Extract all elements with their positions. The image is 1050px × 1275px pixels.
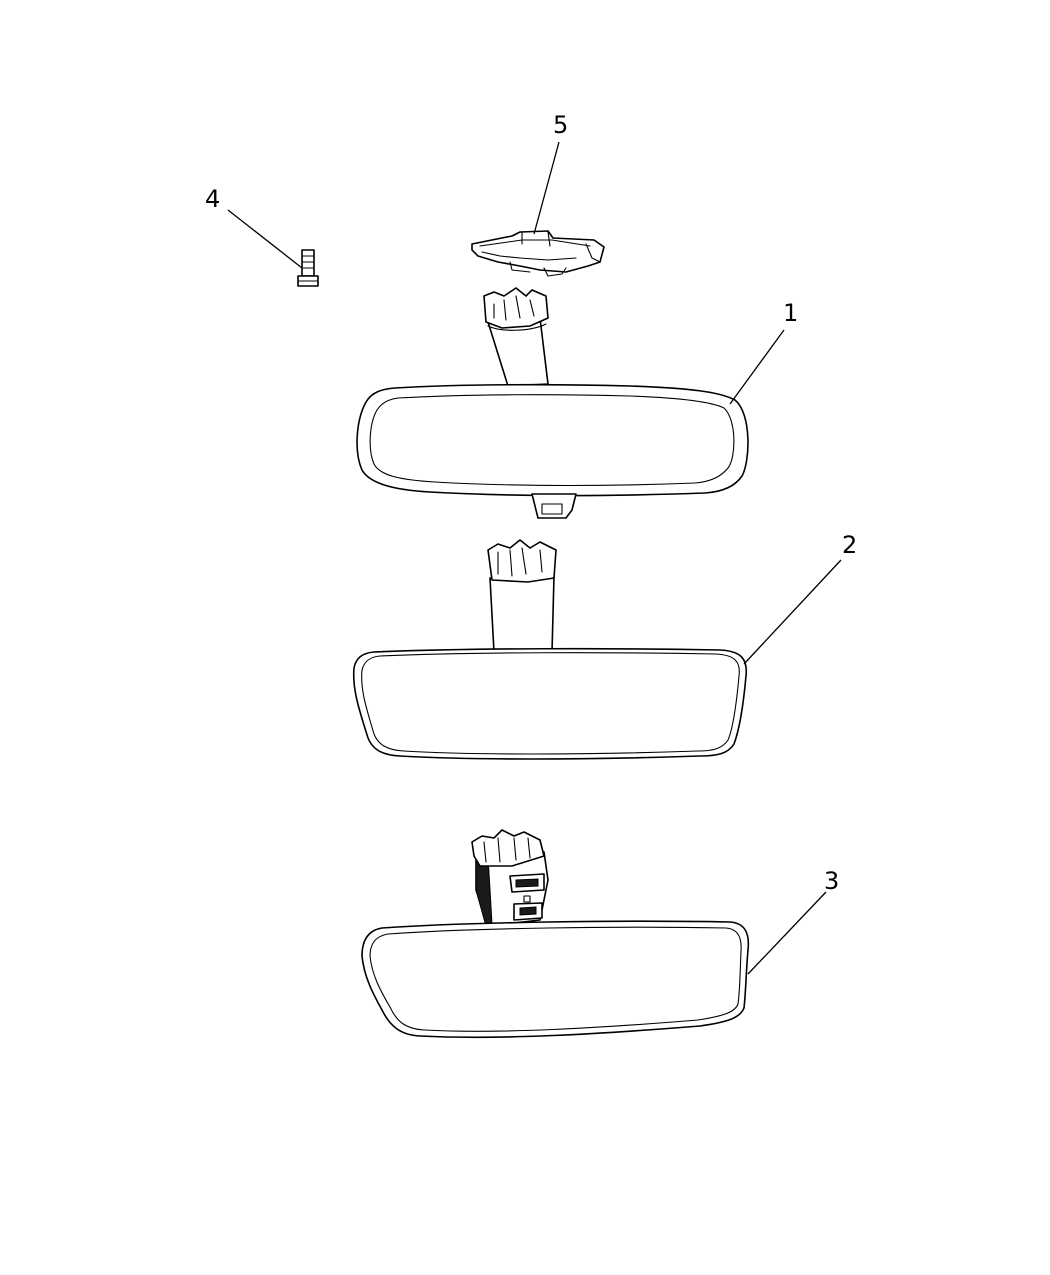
callout-3: 3	[824, 867, 839, 895]
leader-line-5	[533, 141, 560, 235]
mounting-bracket-part-5	[471, 230, 605, 277]
rearview-mirror-part-3	[361, 829, 750, 1039]
leader-line-4	[227, 209, 303, 269]
rearview-mirror-part-2	[352, 539, 748, 760]
callout-1: 1	[783, 299, 798, 327]
callout-5: 5	[553, 111, 568, 139]
leader-line-2	[743, 559, 842, 665]
callout-4: 4	[205, 185, 220, 213]
rearview-mirror-part-1	[356, 287, 749, 519]
leader-line-1	[729, 329, 785, 405]
leader-line-3	[747, 891, 827, 975]
callout-2: 2	[842, 531, 857, 559]
